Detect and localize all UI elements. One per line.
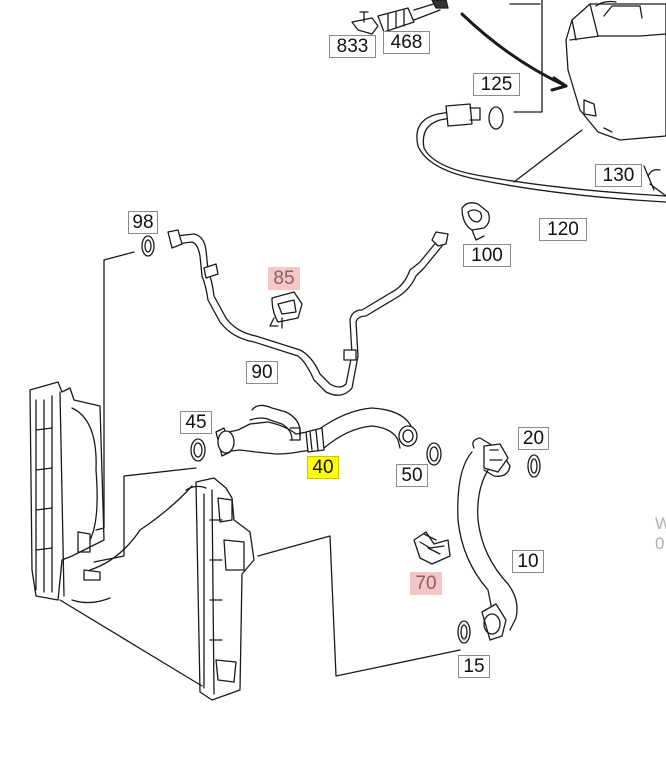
radiator-rear-illustration — [29, 381, 111, 604]
leader-98 — [95, 251, 135, 531]
callout-120[interactable]: 120 — [539, 218, 587, 241]
callout-70[interactable]: 70 — [410, 572, 442, 595]
callout-10[interactable]: 10 — [512, 550, 544, 573]
callout-100[interactable]: 100 — [463, 244, 511, 267]
seal-20 — [527, 454, 541, 478]
callout-98[interactable]: 98 — [128, 211, 158, 234]
tank-hose-illustration — [416, 103, 666, 203]
callout-40[interactable]: 40 — [307, 456, 339, 479]
leader-radiator — [59, 599, 203, 687]
clip-85-illustration — [269, 291, 303, 329]
clip-70-illustration — [413, 531, 451, 565]
callout-20[interactable]: 20 — [518, 427, 549, 450]
callout-130[interactable]: 130 — [595, 164, 642, 187]
callout-15[interactable]: 15 — [458, 655, 490, 678]
callout-90[interactable]: 90 — [246, 361, 278, 384]
seal-45 — [190, 438, 206, 462]
expansion-tank-illustration — [565, 0, 666, 141]
callout-50[interactable]: 50 — [396, 464, 428, 487]
seal-50 — [426, 442, 442, 466]
callout-125[interactable]: 125 — [473, 73, 520, 96]
arrow-to-reservoir — [460, 12, 568, 88]
clamp-100-illustration — [461, 202, 490, 241]
edge-text-1: W — [655, 514, 666, 533]
seal-15 — [457, 620, 471, 644]
leader-15 — [257, 535, 461, 677]
pipe-90-illustration — [141, 229, 449, 396]
callout-45[interactable]: 45 — [180, 411, 212, 434]
hose-10-illustration — [457, 437, 518, 641]
radiator-front-illustration — [185, 477, 255, 701]
callout-833[interactable]: 833 — [329, 35, 376, 58]
sensor-connector-illustration — [351, 0, 541, 35]
leader-125 — [513, 0, 543, 113]
edge-text-2: 0 — [655, 534, 665, 553]
callout-85[interactable]: 85 — [268, 267, 300, 290]
callout-468[interactable]: 468 — [383, 31, 430, 54]
leader-45 — [93, 467, 197, 563]
hose-40-illustration — [215, 404, 418, 457]
